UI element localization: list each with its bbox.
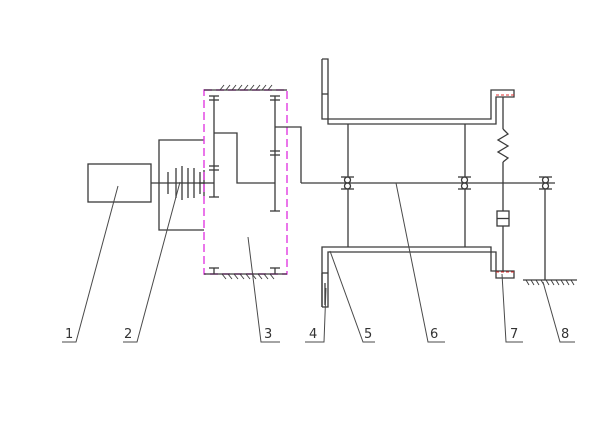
leader-lines <box>62 181 575 343</box>
label-2: 2 <box>124 327 132 342</box>
spring-icon <box>496 128 510 163</box>
label-3: 3 <box>264 327 272 342</box>
motor-block <box>87 163 168 203</box>
planetary-gearbox <box>199 84 302 280</box>
label-8: 8 <box>561 327 569 342</box>
label-4: 4 <box>309 327 317 342</box>
label-7: 7 <box>510 327 518 342</box>
label-1: 1 <box>65 327 73 342</box>
label-6: 6 <box>430 327 438 342</box>
main-shaft <box>301 176 555 190</box>
label-5: 5 <box>364 327 372 342</box>
clutch-assembly <box>158 139 205 231</box>
brake-lever <box>321 273 326 307</box>
spring-damper <box>496 94 514 273</box>
drum-frame <box>321 58 515 308</box>
ground-support <box>523 189 577 286</box>
